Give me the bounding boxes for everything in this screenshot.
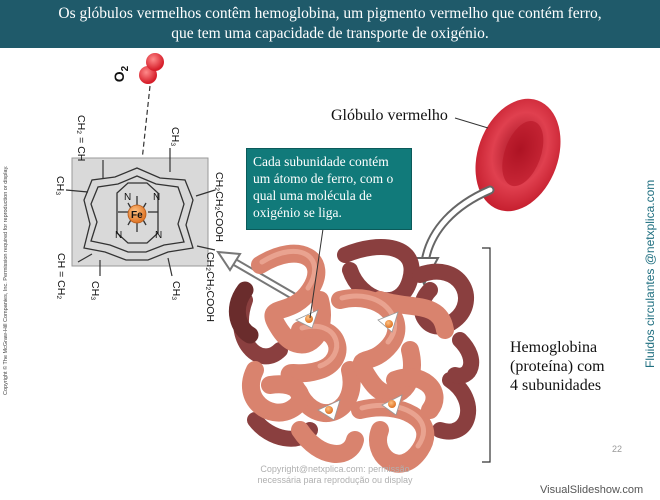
page-number: 22: [612, 444, 622, 454]
watermark-line: Copyright@netxplica.com: permissão: [250, 464, 420, 475]
heme-group-label: CH₂CH₂COOH: [204, 252, 216, 322]
hemoglobin-label-line: (proteína) com: [510, 357, 605, 376]
heme-group-label: CH₃: [89, 281, 101, 300]
nitrogen-label: N: [153, 192, 160, 203]
iron-atom-marker: [325, 406, 333, 414]
nitrogen-label: N: [115, 230, 122, 241]
iron-callout: Cada subunidade contém um átomo de ferro…: [246, 148, 412, 230]
heme-group-label: CH₂ = CH: [75, 115, 87, 161]
heme-group-label: CH₃: [54, 176, 66, 195]
red-blood-cell-label: Glóbulo vermelho: [331, 107, 448, 125]
hemoglobin-label-line: Hemoglobina: [510, 338, 605, 357]
o2-label: O2: [111, 65, 131, 82]
heme-group-label: CH₃: [170, 281, 182, 300]
callout-line: um átomo de ferro, com o: [253, 170, 405, 187]
iron-atom-marker: [388, 400, 396, 408]
watermark-line: necessária para reprodução ou display: [250, 475, 420, 486]
oxygen-molecule: [139, 53, 164, 84]
heme-group-label: CH₂CH₂COOH: [213, 172, 225, 242]
callout-line: oxigénio se liga.: [253, 204, 405, 221]
hemoglobin-label-line: 4 subunidades: [510, 376, 605, 395]
heme-group-label: CH₃: [169, 127, 181, 146]
nitrogen-label: N: [155, 230, 162, 241]
nitrogen-label: N: [124, 192, 131, 203]
iron-atom-marker: [305, 315, 313, 323]
callout-line: Cada subunidade contém: [253, 153, 405, 170]
callout-line: qual uma molécula de: [253, 187, 405, 204]
hemoglobin-label: Hemoglobina (proteína) com 4 subunidades: [510, 338, 605, 395]
red-blood-cell: [461, 87, 576, 223]
iron-atom-marker: [385, 320, 393, 328]
oxygen-atom: [146, 53, 164, 71]
rbc-to-hemoglobin-arrow: [425, 190, 490, 262]
hemoglobin-bracket: [482, 248, 490, 462]
iron-label: Fe: [131, 210, 143, 221]
heme-group-label: CH = CH₂: [55, 253, 67, 299]
watermark: Copyright@netxplica.com: permissão neces…: [250, 464, 420, 486]
rbc-pointer: [455, 118, 488, 128]
brand-link[interactable]: VisualSlideshow.com: [540, 484, 643, 496]
